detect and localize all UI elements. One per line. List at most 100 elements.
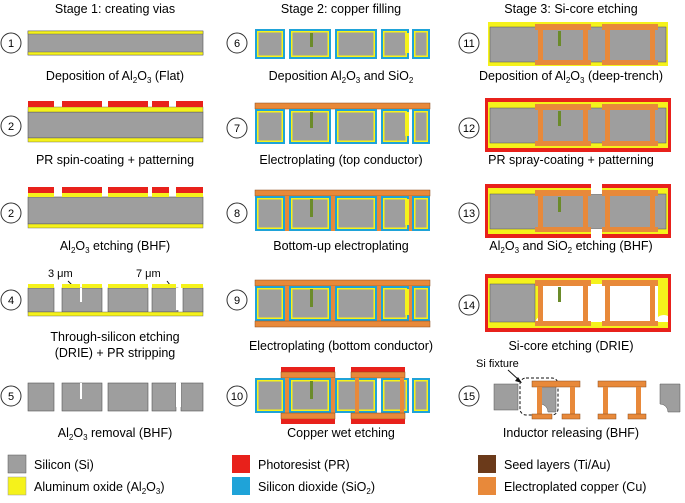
copper-via <box>355 378 359 413</box>
step-1: 1 <box>0 30 204 56</box>
step-13: 13 <box>458 184 671 238</box>
step-number: 8 <box>234 208 240 220</box>
copper-via <box>409 196 412 231</box>
copper-top <box>254 279 431 287</box>
alumina-top <box>62 193 102 197</box>
legend-swatch-alumina <box>7 476 27 496</box>
legend-label-sio2: Silicon dioxide (SiO2) <box>258 480 375 496</box>
step-number: 1 <box>8 38 14 50</box>
copper-bottom <box>535 141 591 146</box>
copper-via <box>650 30 655 60</box>
step-caption: Al2O3 and SiO2 etching (BHF) <box>489 239 652 255</box>
step-number-circle <box>226 202 248 224</box>
seed-in-via <box>310 381 313 399</box>
alumina-bottom <box>27 137 204 143</box>
copper-bottom <box>535 321 591 326</box>
opening <box>591 184 602 194</box>
step-caption: PR spray-coating + patterning <box>488 153 654 167</box>
copper-bottom <box>535 227 591 232</box>
legend-swatch-silicon <box>7 454 27 474</box>
legend-swatch-seed <box>478 455 496 473</box>
copper-top <box>535 280 591 286</box>
copper-via <box>285 378 289 413</box>
silicon-block <box>27 382 55 412</box>
photoresist-bottom <box>351 419 405 424</box>
step-number-circle <box>0 115 22 137</box>
copper-bottom <box>602 321 658 326</box>
silicon-substrate <box>489 193 667 230</box>
legend-label-seed: Seed layers (Ti/Au) <box>504 458 611 472</box>
seed-in-via <box>310 289 313 307</box>
step-5: 5 <box>0 382 204 412</box>
silicon-block <box>107 382 149 412</box>
step-caption: Al2O3 removal (BHF) <box>58 426 173 442</box>
silicon-wafer <box>27 30 204 56</box>
step-number: 6 <box>234 38 240 50</box>
step-caption: Inductor releasing (BHF) <box>503 426 639 440</box>
legend-label-silicon: Silicon (Si) <box>34 458 94 472</box>
step-number: 2 <box>8 208 14 220</box>
copper-bottom <box>602 60 658 65</box>
step-number: 5 <box>8 391 14 403</box>
step-caption-line1: Through-silicon etching <box>50 330 179 344</box>
step-caption: PR spin-coating + patterning <box>36 153 194 167</box>
step-2: 2 <box>0 101 204 143</box>
silicon-block <box>182 287 204 313</box>
copper-bottom <box>535 60 591 65</box>
seed-in-via <box>405 289 409 315</box>
step-number: 4 <box>8 295 14 307</box>
copper-via <box>409 286 412 321</box>
alumina-top <box>28 284 54 288</box>
copper-bottom <box>602 141 658 146</box>
alumina-top <box>176 193 203 197</box>
copper-top <box>535 104 591 110</box>
column-heading-stage3: Stage 3: Si-core etching <box>504 2 637 16</box>
silicon-wafer <box>27 111 204 139</box>
legend: Silicon (Si) Photoresist (PR) Seed layer… <box>7 454 646 496</box>
step-number: 15 <box>463 391 475 403</box>
photoresist <box>108 187 148 193</box>
released-inductor-1 <box>531 380 581 420</box>
copper-via <box>583 286 588 322</box>
via <box>80 383 82 399</box>
column-heading-stage1: Stage 1: creating vias <box>55 2 175 16</box>
step-15: 15 Si fixture <box>458 358 681 420</box>
copper-via <box>605 30 610 60</box>
step-number-circle <box>458 117 480 139</box>
silicon-left <box>489 283 536 323</box>
step-number: 14 <box>463 300 475 312</box>
coated-silicon-blocks <box>255 286 430 321</box>
copper-via <box>650 286 655 322</box>
copper-top <box>254 189 431 197</box>
step-number: 7 <box>234 123 240 135</box>
step-number-circle <box>0 385 22 407</box>
si-fixture-right <box>659 383 681 413</box>
silicon-substrate <box>489 26 667 63</box>
copper-via <box>605 196 610 228</box>
silicon-block <box>27 287 55 313</box>
photoresist-top <box>281 367 335 372</box>
copper-bottom <box>254 320 431 328</box>
released-inductor-2 <box>597 380 647 420</box>
step-number: 12 <box>463 123 475 135</box>
step-number-circle <box>226 32 248 54</box>
legend-swatch-sio2 <box>232 477 250 495</box>
silicon-wafer <box>27 196 204 225</box>
silicon-block <box>107 287 149 313</box>
step-caption: Deposition of Al2O3 (Flat) <box>46 69 184 85</box>
photoresist <box>152 187 169 193</box>
copper-via <box>331 378 335 413</box>
photoresist <box>28 187 54 193</box>
step-number-circle <box>0 202 22 224</box>
alumina-top <box>152 284 176 288</box>
step-caption: Electroplating (top conductor) <box>259 153 422 167</box>
step-number-circle <box>0 32 22 54</box>
si-fixture-piece <box>539 383 557 413</box>
alumina-bottom <box>27 311 204 317</box>
via-3um <box>80 288 82 302</box>
via <box>176 383 181 407</box>
alumina-bottom <box>27 223 204 229</box>
step-number: 2 <box>8 121 14 133</box>
copper-via <box>605 110 610 142</box>
etched-notch <box>655 314 668 322</box>
